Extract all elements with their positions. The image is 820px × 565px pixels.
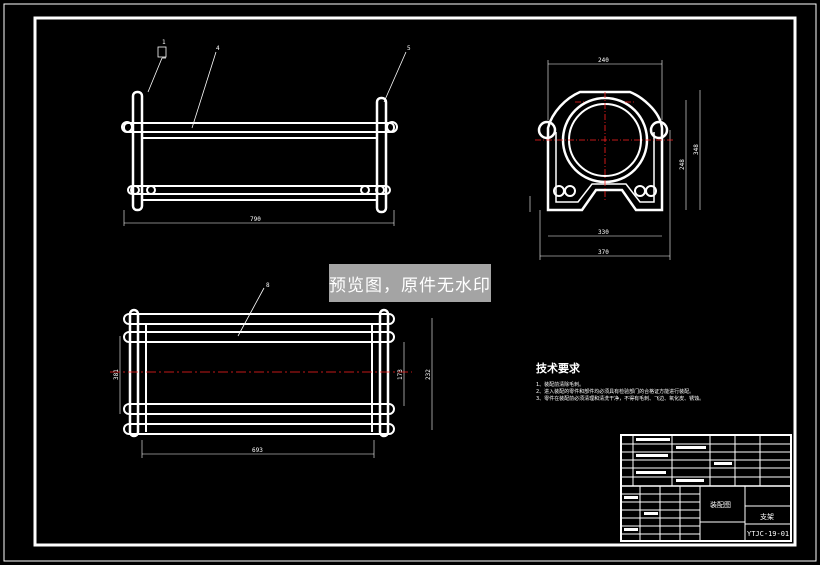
side-view — [529, 60, 701, 260]
title-block-drawing-number: YTJC-19-01 — [747, 530, 789, 538]
title-block-fills — [624, 438, 732, 531]
technical-requirement-line: 1、装配前清除毛刺。 — [536, 382, 585, 388]
balloon-1: 1 — [162, 39, 166, 46]
dim-plan-left: 381 — [113, 369, 120, 380]
title-block-material: 支架 — [760, 512, 774, 521]
watermark: 预览图，原件无水印 — [329, 264, 491, 302]
dim-plan-length: 693 — [252, 447, 263, 454]
balloon-8: 8 — [266, 282, 270, 289]
balloon-5: 5 — [407, 45, 411, 52]
technical-requirement-line: 2、进入装配的零件和部件均必须具有检验部门的合格证方能进行装配。 — [536, 389, 695, 395]
dim-side-height-outer: 348 — [693, 144, 700, 155]
balloon-4: 4 — [216, 45, 220, 52]
plan-view — [119, 287, 433, 458]
dim-plan-outer: 232 — [425, 369, 432, 380]
technical-requirements-title: 技术要求 — [536, 362, 580, 375]
dim-front-width: 790 — [250, 216, 261, 223]
inner-border — [33, 16, 797, 547]
technical-requirements: 技术要求 1、装配前清除毛刺。 2、进入装配的零件和部件均必须具有检验部门的合格… — [536, 360, 705, 403]
dim-side-base: 330 — [598, 229, 609, 236]
dim-side-top: 240 — [598, 57, 609, 64]
side-view-centerlines — [535, 92, 675, 200]
front-view — [121, 46, 407, 226]
outer-border — [3, 3, 817, 562]
title-block — [620, 434, 792, 542]
dim-side-height-inner: 248 — [679, 159, 686, 170]
technical-requirement-line: 3、零件在装配前必须清理和清洗干净，不得有毛刺、飞边、氧化皮、锈蚀。 — [536, 396, 705, 402]
dim-plan-inner: 173 — [397, 369, 404, 380]
title-block-drawing-name: 装配图 — [710, 500, 731, 509]
dim-side-overall: 370 — [598, 249, 609, 256]
